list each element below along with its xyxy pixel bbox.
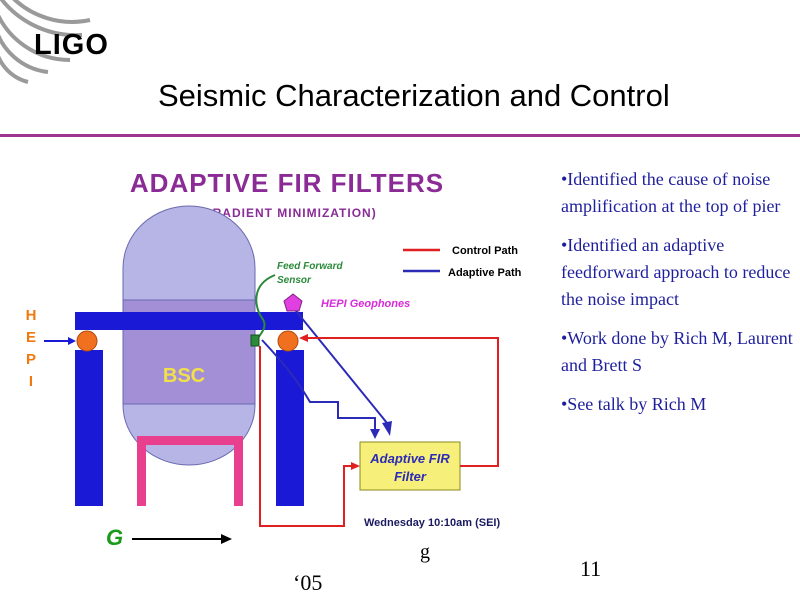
- adaptive-arrowhead-geophone: [382, 421, 392, 436]
- ground-label: G: [106, 525, 123, 550]
- feed-forward-curve: [255, 274, 276, 339]
- fir-filter-label-1: Adaptive FIR: [369, 451, 450, 466]
- stand-leg-left: [137, 436, 146, 506]
- logo-text: LIGO: [34, 29, 109, 61]
- control-arrowhead-feedback: [299, 334, 308, 342]
- feed-forward-label-1: Feed Forward: [277, 261, 343, 272]
- control-path-ground: [259, 346, 352, 527]
- adaptive-fir-diagram: ADAPTIVE FIR FILTERS (GRADIENT MINIMIZAT…: [26, 168, 522, 550]
- stand-top: [137, 436, 243, 445]
- feed-forward-sensor: [250, 334, 260, 347]
- diagram-subheading: (GRADIENT MINIMIZATION): [197, 206, 376, 220]
- hepi-letter-h: H: [26, 307, 37, 324]
- bullet-item: •Identified the cause of noise amplifica…: [561, 169, 781, 216]
- page-number: 11: [580, 556, 602, 581]
- bsc-label: BSC: [163, 365, 205, 387]
- page-title: Seismic Characterization and Control: [158, 78, 670, 113]
- control-path-feedback: [306, 337, 499, 467]
- actuator-right: [277, 330, 299, 352]
- logo-arcs: [0, 0, 91, 84]
- hepi-arrowhead: [68, 337, 76, 345]
- footer-cut-glyph: g: [420, 541, 430, 563]
- hepi-letter-i: I: [29, 373, 33, 390]
- top-beam: [75, 312, 303, 330]
- talk-time-label: Wednesday 10:10am (SEI): [364, 517, 500, 529]
- logo: LIGO: [0, 0, 140, 90]
- control-arrowhead-ground: [351, 462, 360, 470]
- fir-filter-label-2: Filter: [394, 469, 427, 484]
- footer-year: ‘05: [293, 570, 323, 595]
- pier-left: [75, 350, 103, 506]
- feed-forward-label-2: Sensor: [277, 275, 312, 286]
- hepi-geophones-label: HEPI Geophones: [321, 298, 410, 310]
- bullet-item: •Identified an adaptive feedforward appr…: [561, 235, 791, 309]
- hepi-geophone-pentagon: [283, 293, 303, 312]
- legend-adaptive-label: Adaptive Path: [448, 267, 522, 279]
- title-divider: [0, 134, 800, 137]
- bullet-item: •Work done by Rich M, Laurent and Brett …: [561, 328, 793, 375]
- adaptive-path-sensor: [261, 339, 376, 430]
- hepi-letter-e: E: [26, 329, 36, 346]
- bullet-list: •Identified the cause of noise amplifica…: [561, 166, 793, 430]
- actuator-left: [76, 330, 98, 352]
- adaptive-arrowhead-sensor: [370, 429, 380, 439]
- bullet-item: •See talk by Rich M: [561, 394, 707, 414]
- legend-control-label: Control Path: [452, 245, 518, 257]
- diagram-heading: ADAPTIVE FIR FILTERS: [130, 168, 444, 198]
- pier-right: [276, 350, 304, 506]
- adaptive-path-geophone: [295, 310, 388, 424]
- ground-arrowhead: [221, 534, 232, 544]
- hepi-letter-p: P: [26, 351, 36, 368]
- stand-leg-right: [234, 436, 243, 506]
